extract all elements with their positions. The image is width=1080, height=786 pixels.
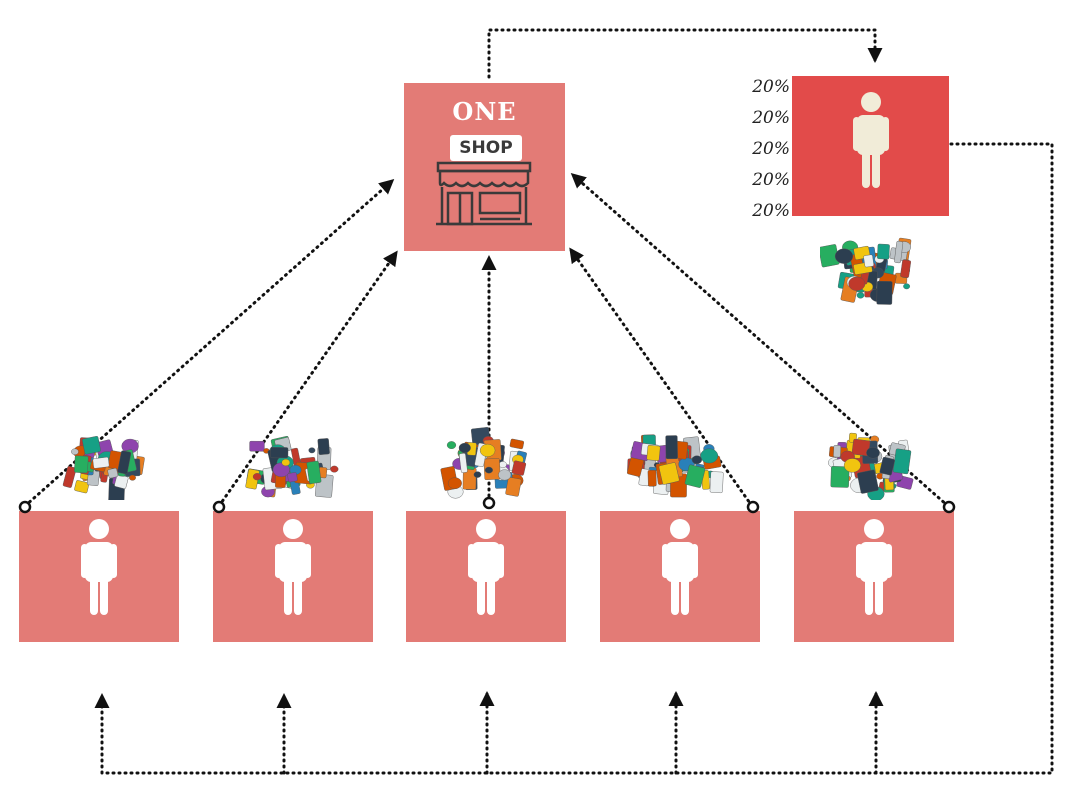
connector-member-5-to-shop <box>570 173 950 508</box>
shop-title: ONE <box>452 97 517 126</box>
share-percentages: 20% 20% 20% 20% 20% <box>740 72 790 227</box>
store-front-icon <box>436 161 532 226</box>
person-icon <box>468 519 504 615</box>
grocery-pile-icon <box>432 420 540 500</box>
connector-origin-dot <box>18 500 32 514</box>
connector-member-1-to-shop <box>23 179 395 508</box>
connector-origin-dot <box>482 496 496 510</box>
shop-box: ONE SHOP <box>404 83 565 251</box>
member-box <box>406 511 566 642</box>
person-icon <box>852 92 889 188</box>
grocery-pile-icon <box>240 420 348 500</box>
share-percentage: 20% <box>752 170 790 190</box>
member-box <box>600 511 760 642</box>
grocery-pile-icon <box>622 420 730 500</box>
connector-member-2-to-shop <box>217 250 398 508</box>
share-percentage: 20% <box>752 139 790 159</box>
connector-origin-dot <box>746 500 760 514</box>
member-box <box>19 511 179 642</box>
shop-sign: SHOP <box>450 135 522 161</box>
person-icon <box>275 519 311 615</box>
person-icon <box>856 519 892 615</box>
connector-member-4-to-shop <box>569 247 754 508</box>
member-box <box>794 511 954 642</box>
share-percentage: 20% <box>752 108 790 128</box>
share-percentage: 20% <box>752 201 790 221</box>
member-box <box>213 511 373 642</box>
connector-leader-to-rail <box>100 142 1054 775</box>
connector-origin-dot <box>212 500 226 514</box>
grocery-pile-icon <box>50 420 158 500</box>
leader-box <box>792 76 949 216</box>
person-icon <box>662 519 698 615</box>
grocery-pile-icon <box>820 225 928 305</box>
person-icon <box>81 519 117 615</box>
share-percentage: 20% <box>752 77 790 97</box>
grocery-pile-icon <box>818 420 926 500</box>
connector-shop-to-leader <box>487 28 883 79</box>
connector-origin-dot <box>942 500 956 514</box>
